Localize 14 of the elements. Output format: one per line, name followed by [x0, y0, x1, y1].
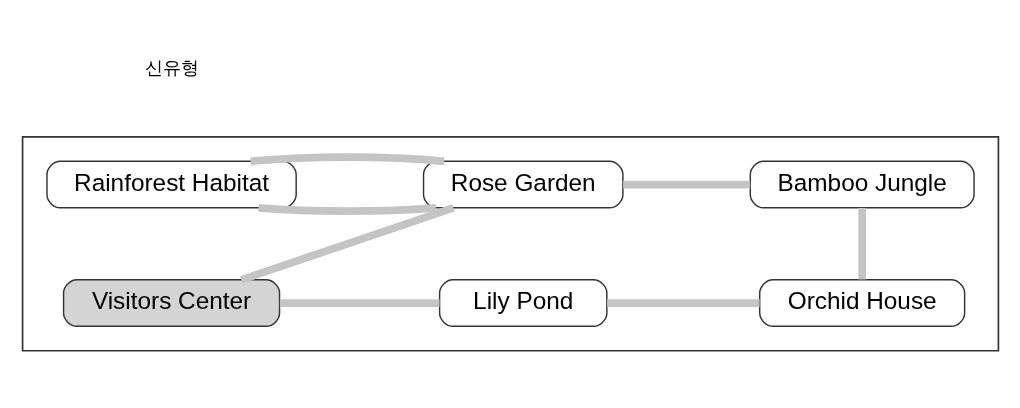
node-box: Bamboo Jungle: [749, 160, 975, 209]
connector: [239, 203, 455, 283]
node-box: Rose Garden: [422, 160, 624, 209]
node-box: Orchid House: [758, 278, 965, 327]
node-box: Rainforest Habitat: [45, 160, 297, 209]
connector: [257, 203, 436, 215]
label: 신유형: [144, 57, 199, 78]
node-box: Lily Pond: [438, 278, 608, 327]
connector: [857, 207, 866, 279]
cluster: [21, 135, 999, 352]
connector: [279, 298, 440, 307]
connector: [622, 180, 750, 188]
node-box: Visitors Center: [62, 278, 280, 327]
connector: [606, 298, 760, 307]
